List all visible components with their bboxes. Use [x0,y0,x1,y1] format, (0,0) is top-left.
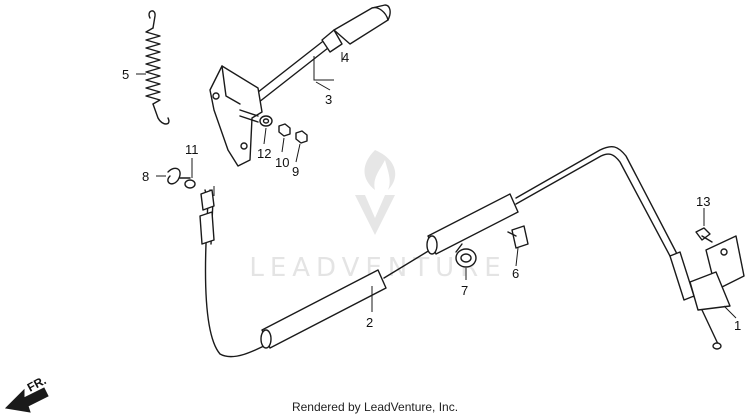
bolt-part [695,227,713,243]
callout-8: 8 [142,169,149,184]
front-arrow-icon [4,387,49,413]
callout-1: 1 [734,318,741,333]
callout-3: 3 [325,92,332,107]
clip-part [167,167,191,185]
washer-part [184,179,196,189]
callout-13: 13 [696,194,710,209]
holder-part [507,225,529,249]
callout-9: 9 [292,164,299,179]
callout-11: 11 [185,142,199,157]
callout-4: 4 [342,50,349,65]
rod-part [247,4,391,107]
bracket-part [209,65,263,167]
callout-6: 6 [512,266,519,281]
cable-part [199,145,722,358]
hardware-part [259,115,308,144]
callout-2: 2 [366,315,373,330]
rendered-by-footer: Rendered by LeadVenture, Inc. [291,400,459,414]
callout-5: 5 [122,67,129,82]
callout-labels: 5 4 3 12 10 9 11 8 2 7 6 13 1 [122,50,741,333]
callout-7: 7 [461,283,468,298]
band-part [455,243,477,268]
lower-bracket-part [689,235,745,311]
leader-lines [136,52,737,319]
front-direction-indicator: FR. [4,373,49,413]
spring-part [145,10,170,125]
callout-10: 10 [275,155,289,170]
callout-12: 12 [257,146,271,161]
